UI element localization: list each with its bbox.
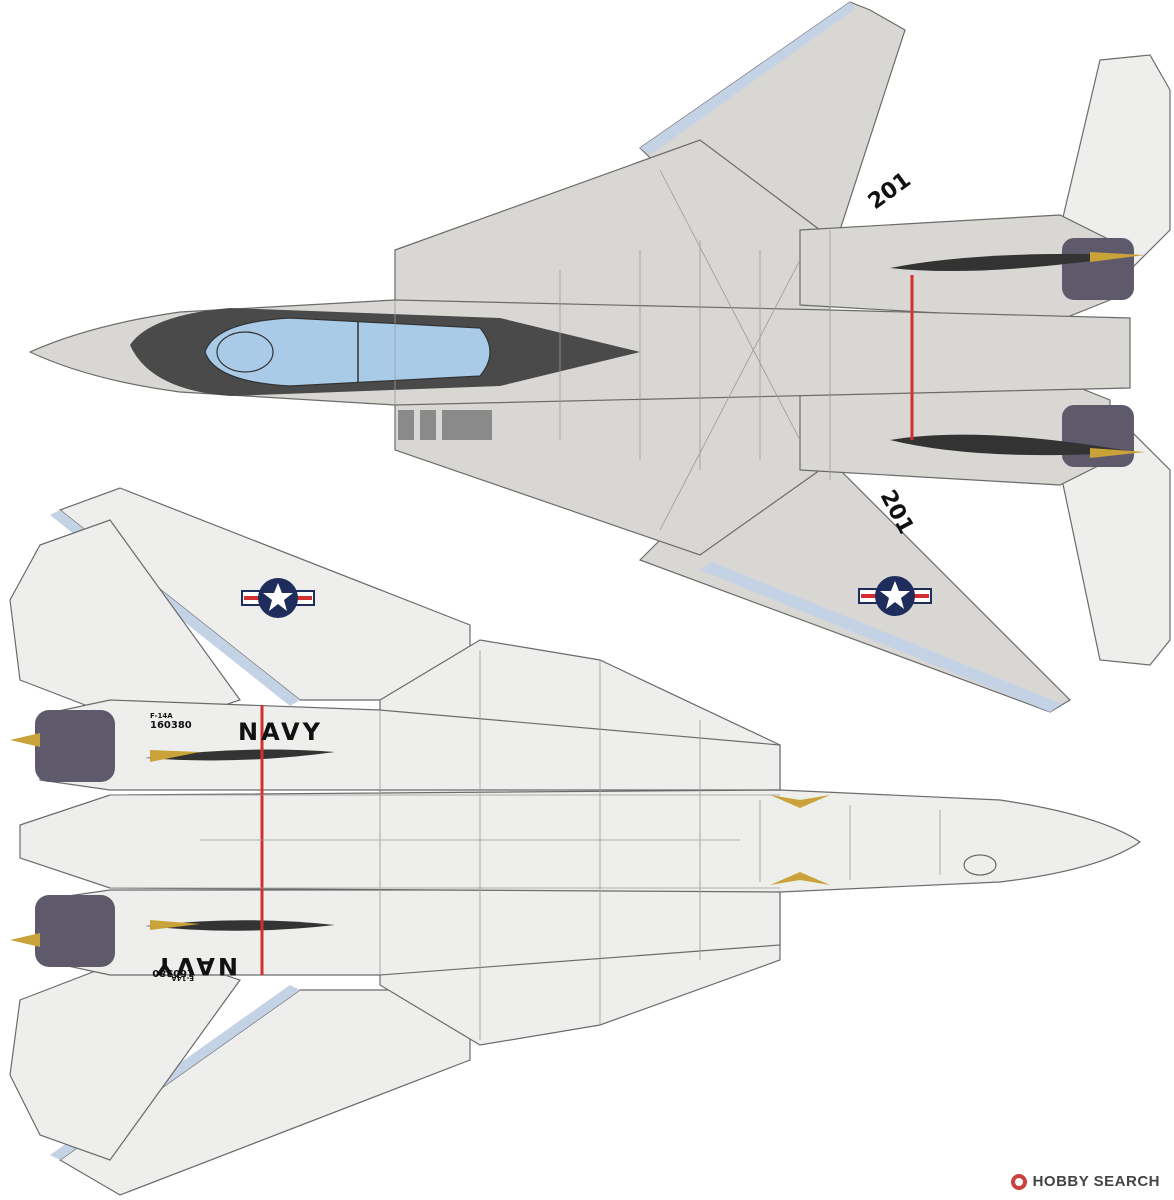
bottom-view-panel-lines [110, 650, 941, 1040]
watermark-text: HOBBY SEARCH [1032, 1173, 1160, 1190]
top-view-missile-lower [890, 434, 1135, 456]
bottom-view-missile-upper [145, 749, 335, 761]
top-view-upper-wing-edge [640, 2, 856, 155]
top-view-canopy [204, 317, 491, 387]
bottom-view-fuselage [19, 789, 1142, 893]
bottom-view-navy-lower: NAVY [153, 952, 238, 980]
top-view-vent-3 [442, 410, 492, 440]
bottom-view-serial-lower: 160380 [152, 967, 194, 978]
bottom-view-nozzle-lower [35, 895, 115, 967]
bottom-view-missile-tip-lower [150, 920, 200, 930]
bottom-view-national-insignia [241, 578, 315, 618]
bottom-view-lower-stabilizer [9, 949, 241, 1161]
top-view-vent-1 [398, 410, 414, 440]
bottom-view-nose-detail [963, 854, 997, 876]
top-view-vent-2 [420, 410, 436, 440]
hobby-search-logo-icon [1010, 1173, 1027, 1190]
bottom-view-type-lower: F-14A [171, 974, 194, 982]
bottom-view-missile-tip-upper [150, 750, 200, 762]
top-view-modex-upper: 201 [864, 168, 916, 215]
bottom-view-type-upper: F-14A [150, 712, 173, 720]
bottom-view: NAVY NAVY F-14A 160380 F-14A 160380 [9, 487, 1142, 1196]
bottom-view-navy-upper: NAVY [238, 718, 323, 746]
top-view: 201 201 [28, 1, 1171, 713]
bottom-view-nozzle-tip-lower [10, 933, 40, 947]
bottom-view-missile-lower [145, 920, 335, 931]
bottom-view-intake-chevron-upper [770, 795, 830, 808]
bottom-view-nozzle-tip-upper [10, 733, 40, 747]
top-view-panel-lines [394, 169, 831, 531]
bottom-view-serial-upper: 160380 [150, 720, 192, 731]
top-view-nozzle-upper [1062, 238, 1134, 300]
top-view-missile-upper [890, 253, 1135, 272]
bottom-view-intake-chevron-lower [770, 872, 830, 885]
top-view-lower-wing-edge [700, 562, 1062, 712]
top-view-national-insignia [858, 576, 932, 616]
top-view-nozzle-lower [1062, 405, 1134, 467]
bottom-view-nozzle-upper [35, 710, 115, 782]
top-view-canopy-bow [216, 331, 274, 373]
top-view-missile-tip-upper [1090, 252, 1145, 262]
top-view-missile-tip-lower [1090, 448, 1145, 458]
watermark: HOBBY SEARCH [1010, 1173, 1160, 1190]
